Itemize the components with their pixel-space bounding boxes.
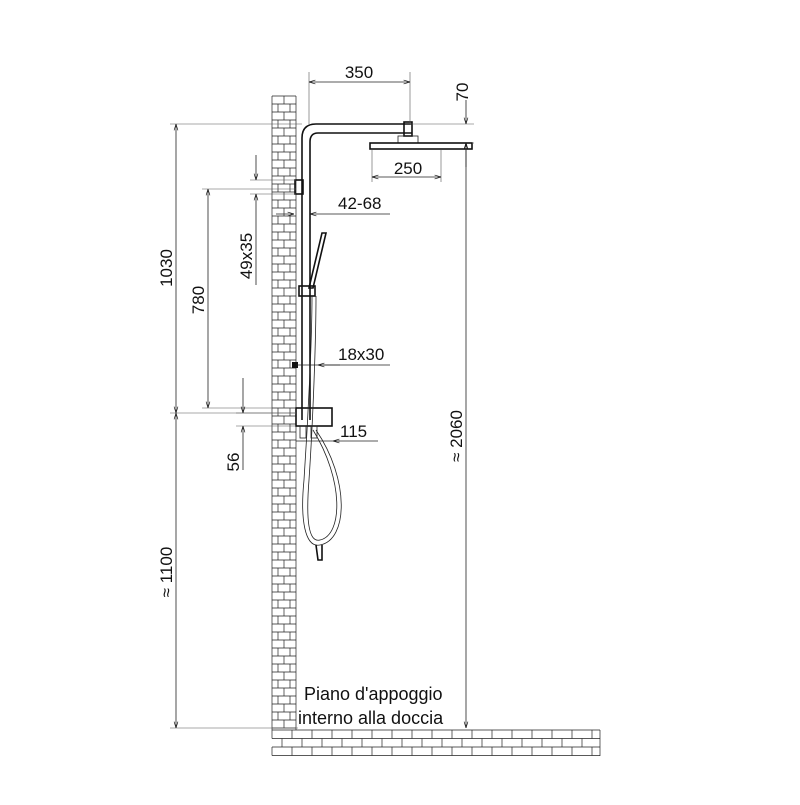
brick-wall [271, 95, 297, 730]
dim-wall-distance: 42-68 [276, 194, 390, 214]
brick-floor [271, 729, 601, 756]
floor-label-line2: interno alla doccia [298, 708, 444, 728]
slider [298, 285, 316, 297]
dim-column-height: 1030 [157, 123, 302, 414]
hand-shower [307, 232, 328, 289]
dim-wall-distance-text: 42-68 [338, 194, 381, 213]
dim-upper-bracket: 49x35 [237, 155, 296, 285]
dim-total-height: ≈ 2060 [447, 143, 466, 728]
dim-arm-length-text: 350 [345, 63, 373, 82]
dim-column-height-text: 1030 [157, 249, 176, 287]
hose-outer [302, 295, 342, 546]
shower-column [292, 121, 473, 561]
dim-mixer-depth: 115 [296, 422, 378, 441]
dim-head-diameter-text: 250 [394, 159, 422, 178]
dim-head-diameter: 250 [371, 150, 442, 182]
dim-bar-section-text: 18x30 [338, 345, 384, 364]
dim-head-offset: 70 [410, 83, 474, 167]
hose-inner [307, 295, 338, 541]
floor-label-line1: Piano d'appoggio [304, 684, 443, 704]
dim-upper-bracket-text: 49x35 [237, 233, 256, 279]
shower-head [369, 142, 473, 150]
floor-label: Piano d'appoggio interno alla doccia [298, 684, 444, 728]
hose-end [315, 544, 323, 561]
dim-total-height-text: ≈ 2060 [447, 410, 466, 462]
dim-bar-section: 18x30 [296, 345, 390, 365]
dim-head-offset-text: 70 [453, 83, 472, 102]
dim-lower-bracket-text: 56 [224, 453, 243, 472]
dim-bracket-spacing-text: 780 [189, 286, 208, 314]
column-pipe-inner [309, 132, 412, 420]
dim-lower-bracket: 56 [224, 378, 296, 471]
column-pipe-outer [301, 123, 412, 420]
dim-mixer-depth-text: 115 [340, 422, 367, 441]
dim-bracket-spacing: 780 [189, 188, 296, 409]
upper-bracket [294, 179, 304, 195]
mixer-outlet-left [299, 425, 307, 439]
bar-section-marker [292, 362, 298, 368]
head-nut [397, 135, 419, 144]
dim-mixer-height-text: ≈ 1100 [157, 547, 176, 598]
dim-arm-length: 350 [308, 63, 411, 124]
dim-mixer-height: ≈ 1100 [157, 413, 298, 729]
